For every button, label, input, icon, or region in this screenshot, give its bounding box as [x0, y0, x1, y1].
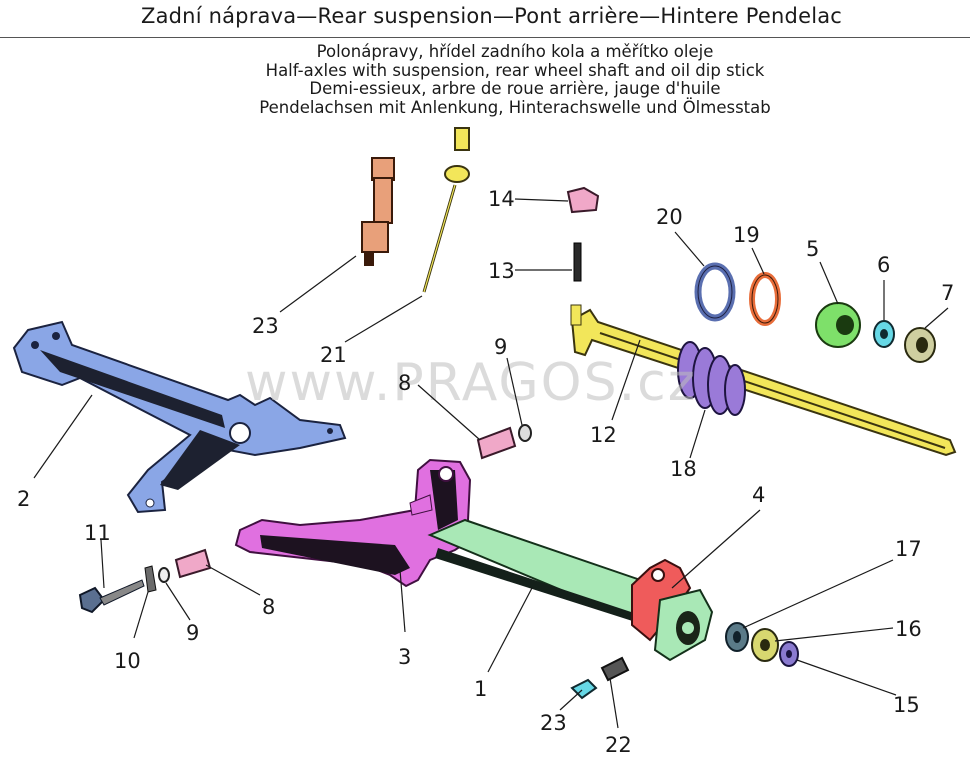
part-10-lock-plate: [144, 565, 157, 593]
callout-14: 14: [488, 187, 515, 211]
callout-20: 20: [656, 205, 683, 229]
part-12-yellow-shaft: [570, 304, 957, 457]
callout-7: 7: [941, 281, 954, 305]
callout-15: 15: [893, 693, 920, 717]
callout-18: 18: [670, 457, 697, 481]
part-15-washer: [779, 641, 799, 667]
part-1-green-tube: [427, 518, 657, 627]
callout-3: 3: [398, 645, 411, 669]
callout-17: 17: [895, 537, 922, 561]
callout-9-top: 9: [494, 335, 507, 359]
leader-lines: [33, 198, 949, 729]
part-9-washer-top: [518, 424, 532, 442]
callout-8-bottom: 8: [262, 595, 275, 619]
subtitle-en: Half-axles with suspension, rear wheel s…: [265, 60, 765, 80]
page-header: Zadní náprava—Rear suspension—Pont arriè…: [0, 0, 970, 38]
callout-10: 10: [114, 649, 141, 673]
part-9-washer-bottom: [158, 567, 170, 583]
subtitle-block: Polonápravy, hřídel zadního kola a měřít…: [0, 42, 970, 117]
watermark: www.PRAGOS.cz: [245, 353, 697, 413]
part-17-ring: [725, 622, 749, 652]
part-4-red-hub: [631, 558, 714, 662]
subtitle-cz: Polonápravy, hřídel zadního kola a měřít…: [316, 42, 714, 61]
callout-8-top: 8: [398, 371, 411, 395]
part-6-ring: [873, 320, 895, 348]
part-22-stud: [600, 656, 630, 682]
callout-19: 19: [733, 223, 760, 247]
part-23-orange-bolt: [361, 157, 395, 266]
part-21-dip-stick: [422, 127, 470, 293]
callout-11: 11: [84, 521, 111, 545]
part-18-purple-boot: [677, 341, 746, 416]
part-7-nut: [904, 327, 936, 363]
callout-5: 5: [806, 237, 819, 261]
page-title: Zadní náprava—Rear suspension—Pont arriè…: [141, 4, 843, 28]
part-19-clamp: [749, 272, 781, 326]
callout-2: 2: [17, 487, 30, 511]
part-8-bushing-top: [476, 426, 517, 460]
callout-23-bottom: 23: [540, 711, 567, 735]
part-5-gear: [815, 302, 861, 348]
callout-16: 16: [895, 617, 922, 641]
subtitle-fr: Demi-essieux, arbre de roue arrière, jau…: [309, 79, 721, 98]
part-14-pink-nut: [566, 186, 600, 214]
callout-9-bottom: 9: [186, 621, 199, 645]
part-20-clamp: [694, 262, 736, 322]
callout-4: 4: [752, 483, 765, 507]
part-2-blue-arm: [12, 320, 347, 514]
callout-12: 12: [590, 423, 617, 447]
callout-1: 1: [474, 677, 487, 701]
part-3-magenta-arm: [234, 458, 472, 588]
callout-6: 6: [877, 253, 890, 277]
subtitle-de: Pendelachsen mit Anlenkung, Hinterachswe…: [259, 97, 771, 117]
part-16-collar: [751, 628, 779, 662]
callout-21: 21: [320, 343, 347, 367]
part-13-pin: [573, 242, 582, 282]
callout-23-top: 23: [252, 314, 279, 338]
part-8-bushing-bottom: [174, 548, 212, 579]
callout-labels: 14 13 20 19 5 6 7 23 21 8 9 12 18 2 11 1…: [17, 187, 954, 757]
part-11-bolt: [78, 579, 145, 614]
callout-13: 13: [488, 259, 515, 283]
callout-22: 22: [605, 733, 632, 757]
